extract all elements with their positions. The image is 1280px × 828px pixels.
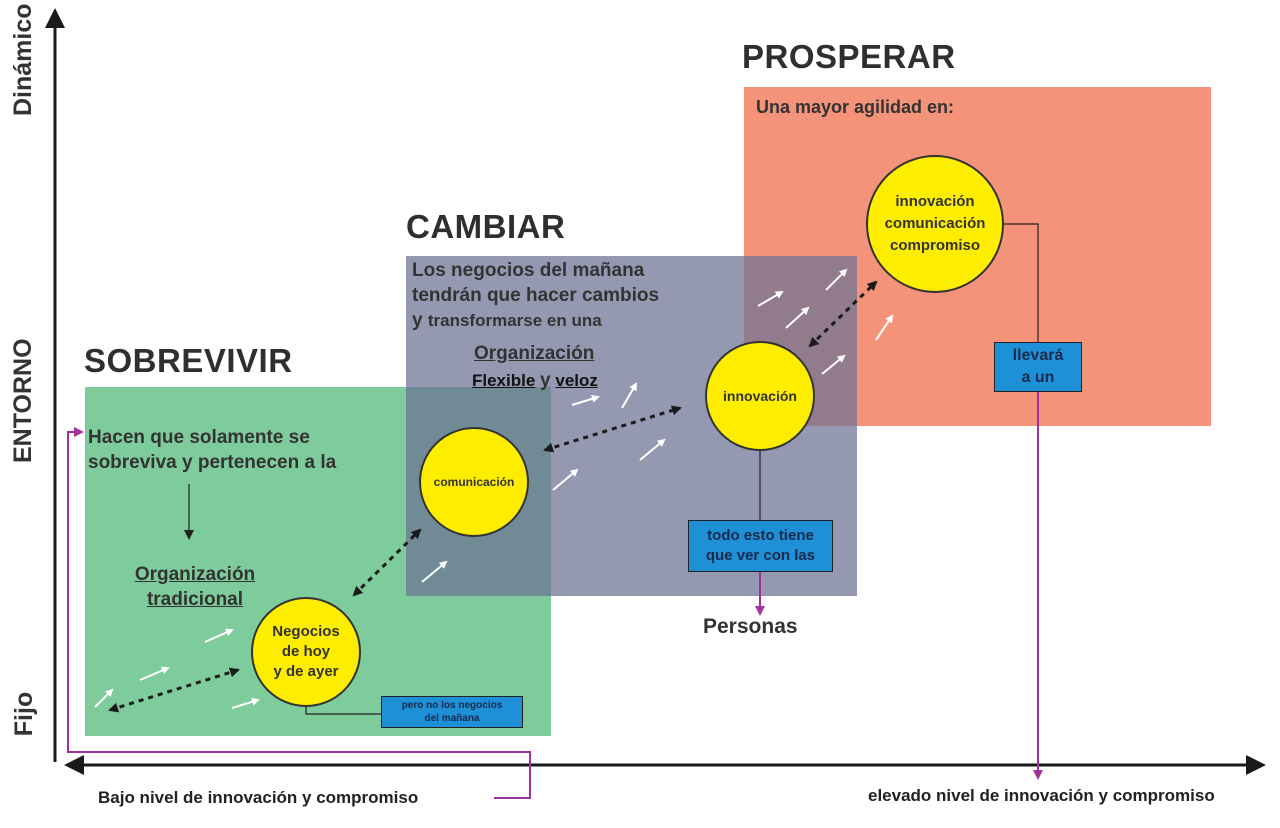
- y-axis-label-bottom: Fijo: [10, 691, 38, 737]
- personas-label: Personas: [703, 615, 798, 638]
- cambiar-description: Los negocios del mañana tendrán que hace…: [412, 260, 660, 331]
- heading-cambiar: CAMBIAR: [406, 208, 566, 245]
- x-axis-label-right: elevado nivel de innovación y compromiso: [868, 786, 1215, 805]
- cambiar-organization-type: Flexible y veloz: [472, 370, 598, 391]
- note-negocios-manana: pero no los negocios del mañana: [381, 696, 523, 728]
- connector-right: [1033, 390, 1043, 780]
- note-personas: todo esto tiene que ver con las: [688, 520, 833, 572]
- circle-innovacion: innovación: [705, 341, 815, 451]
- connector-left: [67, 427, 531, 799]
- white-arrows: [94, 268, 894, 709]
- x-axis-label-left: Bajo nivel de innovación y compromiso: [98, 788, 419, 807]
- y-axis-label-mid: ENTORNO: [9, 338, 37, 463]
- y-axis-label-top: Dinámico: [9, 3, 37, 116]
- note-llevara: llevará a un: [994, 342, 1082, 392]
- heading-prosperar: PROSPERAR: [742, 38, 956, 75]
- heading-sobrevivir: SOBREVIVIR: [84, 342, 293, 379]
- x-axis: [64, 755, 1266, 775]
- circle-comunicacion: comunicación: [419, 427, 529, 537]
- prosperar-subtitle: Una mayor agilidad en:: [756, 97, 955, 117]
- dotted-arrows: [108, 280, 878, 713]
- sobrevivir-description: Hacen que solamente se sobreviva y perte…: [88, 427, 337, 473]
- connector-personas: [755, 572, 765, 616]
- circle-innovacion-comunicacion-compromiso: innovación comunicación compromiso: [866, 155, 1004, 293]
- circle-negocios-hoy: Negocios de hoy y de ayer: [251, 597, 361, 707]
- y-axis: [45, 8, 65, 762]
- thin-links: [184, 223, 1039, 715]
- sobrevivir-organization: Organización tradicional: [134, 564, 256, 610]
- cambiar-organization-title: Organización: [474, 343, 595, 364]
